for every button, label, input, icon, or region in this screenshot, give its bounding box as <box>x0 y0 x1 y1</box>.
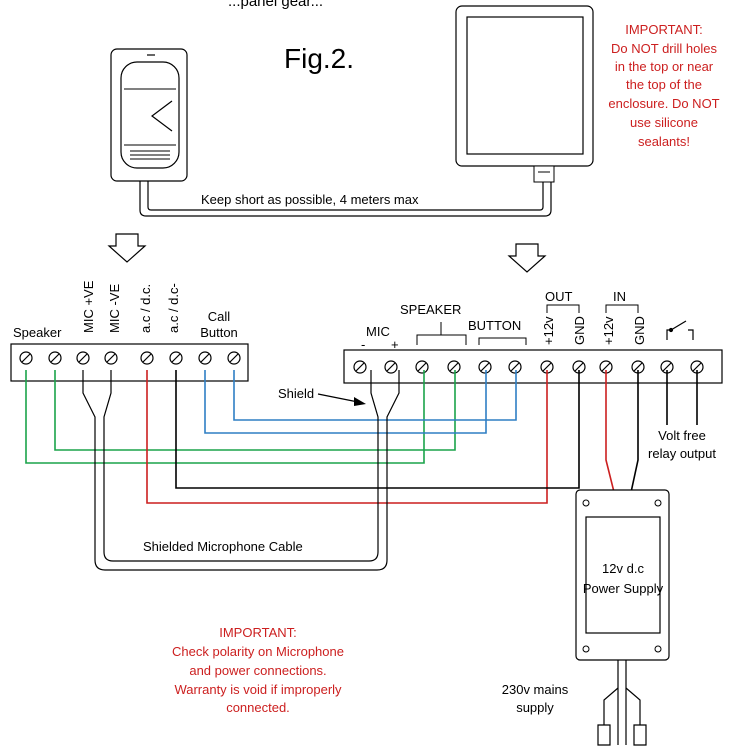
out-label: OUT <box>545 289 573 304</box>
terminal-screw-icon <box>478 360 492 374</box>
relay-label-1: Volt free <box>658 428 706 443</box>
wire-2 <box>204 370 487 434</box>
figure-title: Fig.2. <box>284 43 354 74</box>
speaker-label-right: SPEAKER <box>400 302 461 317</box>
mic-cable <box>82 370 400 571</box>
terminal-screw-icon <box>690 360 704 374</box>
wire-4 <box>146 370 548 504</box>
terminal-screw-icon <box>227 351 241 365</box>
mains-label-2: supply <box>516 700 554 715</box>
door-station <box>110 48 188 182</box>
wire-0 <box>25 370 425 464</box>
left-terminal-block <box>10 343 249 382</box>
svg-text:sealants!: sealants! <box>638 134 690 149</box>
terminal-screw-icon <box>447 360 461 374</box>
wiring <box>25 370 698 521</box>
shield-label: Shield <box>278 386 314 401</box>
terminal-screw-icon <box>169 351 183 365</box>
terminal-screw-icon <box>76 351 90 365</box>
svg-text:in the top or near: in the top or near <box>615 59 714 74</box>
wire-1 <box>54 370 456 451</box>
terminal-screw-icon <box>198 351 212 365</box>
out-12v-label: +12v <box>541 316 556 345</box>
mic-cable-label: Shielded Microphone Cable <box>143 539 303 554</box>
out-gnd-label: GND <box>572 316 587 345</box>
svg-text:Check polarity on Microphone: Check polarity on Microphone <box>172 644 344 659</box>
mic-plus-label: + <box>391 337 399 352</box>
terminal-screw-icon <box>508 360 522 374</box>
button-label-left: Button <box>200 325 238 340</box>
svg-text:Warranty is void if improperly: Warranty is void if improperly <box>174 682 342 697</box>
acdc-b-label: a.c / d.c- <box>166 283 181 333</box>
mic-minus-label: - <box>361 337 365 352</box>
terminal-screw-icon <box>140 351 154 365</box>
svg-text:IMPORTANT:: IMPORTANT: <box>219 625 297 640</box>
cable-note: Keep short as possible, 4 meters max <box>201 192 419 207</box>
call-label: Call <box>208 309 231 324</box>
important-top-note: IMPORTANT: Do NOT drill holes in the top… <box>608 22 719 149</box>
acdc-a-label: a.c / d.c. <box>138 284 153 333</box>
mains-label-1: 230v mains <box>502 682 569 697</box>
relay-contact-icon <box>666 320 694 340</box>
terminal-screw-icon <box>104 351 118 365</box>
relay-label-2: relay output <box>648 446 716 461</box>
arrow-down-left-icon <box>107 233 147 263</box>
right-terminal-block <box>343 349 723 384</box>
svg-text:IMPORTANT:: IMPORTANT: <box>625 22 703 37</box>
terminal-screw-icon <box>48 351 62 365</box>
svg-text:Do NOT drill holes: Do NOT drill holes <box>611 41 717 56</box>
interconnect-cable <box>139 181 552 217</box>
mic-label-right: MIC <box>366 324 390 339</box>
svg-text:enclosure. Do NOT: enclosure. Do NOT <box>608 96 719 111</box>
svg-text:use silicone: use silicone <box>630 115 698 130</box>
terminal-screw-icon <box>353 360 367 374</box>
button-label-right: BUTTON <box>468 318 521 333</box>
svg-text:the top of the: the top of the <box>626 77 702 92</box>
terminal-screw-icon <box>415 360 429 374</box>
in-12v-label: +12v <box>601 316 616 345</box>
svg-text:and power connections.: and power connections. <box>189 663 326 678</box>
indoor-unit <box>455 5 594 183</box>
important-bottom-note: IMPORTANT: Check polarity on Microphone … <box>172 625 344 715</box>
psu-label-1: 12v d.c <box>602 561 644 576</box>
psu-label-2: Power Supply <box>583 581 664 596</box>
terminal-screw-icon <box>19 351 33 365</box>
svg-text:connected.: connected. <box>226 700 290 715</box>
mic-neg-label: MIC -VE <box>107 284 122 333</box>
terminal-screw-icon <box>599 360 613 374</box>
wire-3 <box>233 370 517 421</box>
in-gnd-label: GND <box>632 316 647 345</box>
in-label: IN <box>613 289 626 304</box>
arrow-down-right-icon <box>507 243 547 273</box>
speaker-label-left: Speaker <box>13 325 62 340</box>
mic-pos-label: MIC +VE <box>81 280 96 333</box>
terminal-screw-icon <box>384 360 398 374</box>
header-fragment: ...panel gear... <box>228 0 323 10</box>
power-supply <box>575 489 670 746</box>
